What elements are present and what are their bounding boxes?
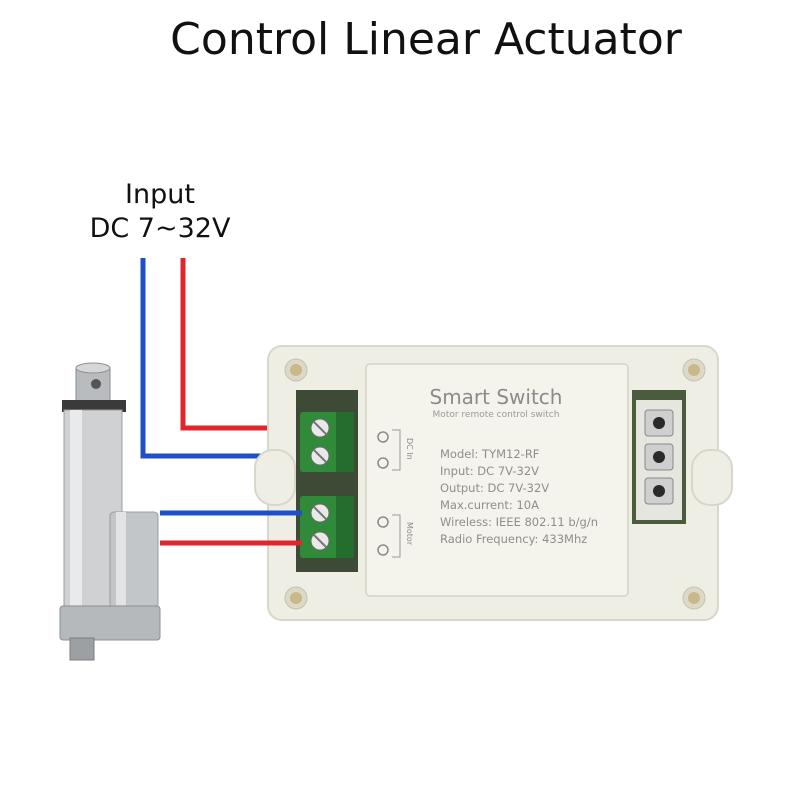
linear-actuator bbox=[59, 362, 161, 661]
input-voltage-label: Input DC 7~32V bbox=[60, 178, 260, 246]
dc-in-label: DC In bbox=[405, 438, 414, 460]
motor-terminal-block bbox=[300, 496, 354, 558]
spec-wireless: Wireless: IEEE 802.11 b/g/n bbox=[440, 515, 599, 529]
smart-switch-housing bbox=[254, 345, 733, 621]
dc-in-terminal-block bbox=[300, 412, 354, 472]
spec-radio-frequency: Radio Frequency: 433Mhz bbox=[440, 532, 588, 546]
input-wire-negative bbox=[140, 258, 302, 459]
label-panel bbox=[365, 363, 629, 597]
input-wire-positive bbox=[180, 258, 302, 431]
diagram-title: Control Linear Actuator bbox=[170, 14, 682, 65]
terminal-marker-icon bbox=[377, 544, 389, 556]
control-buttons bbox=[636, 400, 682, 520]
terminal-marker-icon bbox=[377, 457, 389, 469]
device-subtitle: Motor remote control switch bbox=[432, 410, 560, 420]
spec-output: Output: DC 7V-32V bbox=[440, 481, 550, 495]
terminal-marker-icon bbox=[377, 516, 389, 528]
input-label-line1: Input bbox=[125, 179, 195, 210]
device-brand: Smart Switch bbox=[429, 385, 563, 409]
spec-max-current: Max.current: 10A bbox=[440, 498, 539, 512]
spec-model: Model: TYM12-RF bbox=[440, 447, 540, 461]
terminal-marker-icon bbox=[377, 431, 389, 443]
motor-label: Motor bbox=[405, 522, 414, 546]
spec-input: Input: DC 7V-32V bbox=[440, 464, 540, 478]
input-label-line2: DC 7~32V bbox=[89, 213, 231, 244]
